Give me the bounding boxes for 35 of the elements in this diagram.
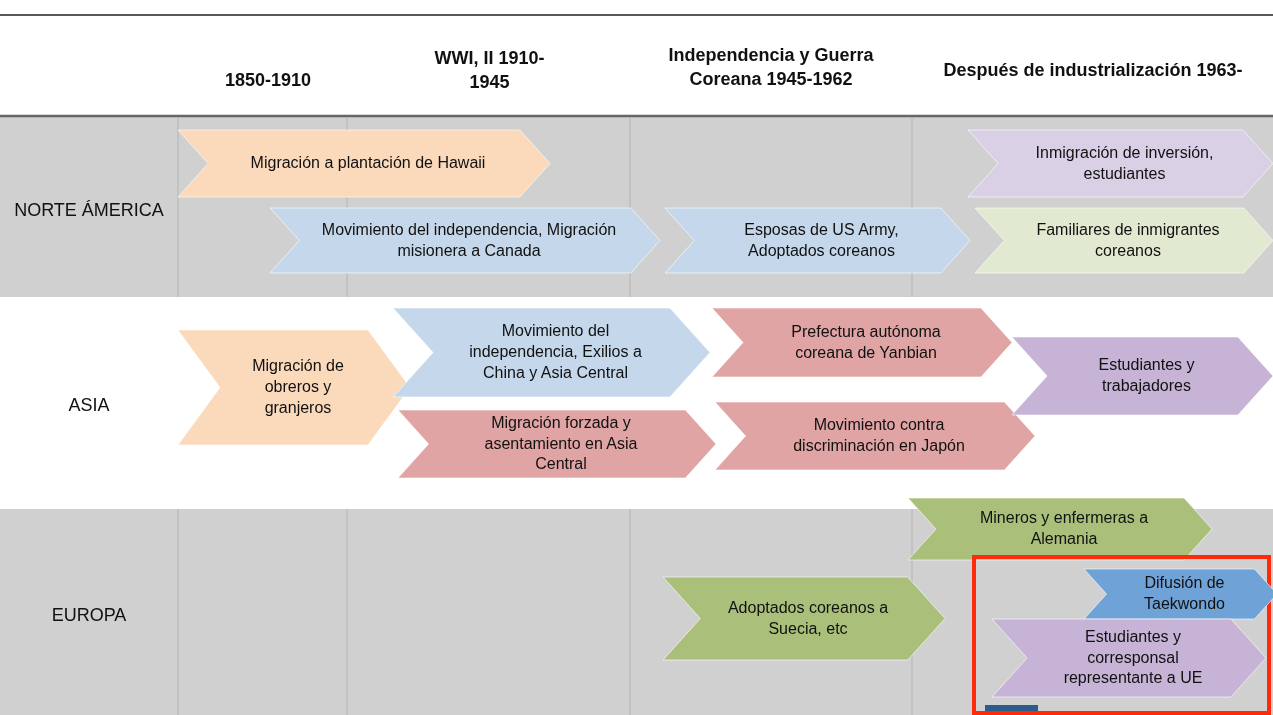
chevron-box bbox=[178, 130, 550, 197]
chevron-label: Adoptados coreanos a Suecia, etc bbox=[726, 597, 890, 639]
chevron-label: Movimiento contra discriminación en Japón bbox=[792, 415, 966, 456]
chevron-label: Migración de obreros y granjeros bbox=[251, 356, 345, 418]
chevron-label: Difusión de Taekwondo bbox=[1143, 573, 1226, 614]
column-header: Independencia y Guerra Coreana 1945-1962 bbox=[667, 43, 875, 91]
chevron-label: Esposas de US Army, Adoptados coreanos bbox=[743, 219, 900, 261]
chevron-box bbox=[270, 208, 660, 273]
chevron-box bbox=[715, 402, 1035, 470]
chevron-box bbox=[663, 577, 945, 660]
chevron-box bbox=[398, 410, 716, 478]
column-header: WWI, II 1910-1945 bbox=[433, 46, 546, 94]
row-header: EUROPA bbox=[51, 603, 127, 627]
chevron-box bbox=[992, 619, 1266, 697]
chevron-label: Estudiantes y trabajadores bbox=[1097, 355, 1196, 396]
column-header: Después de industrialización 1963- bbox=[943, 58, 1243, 82]
chevron-box bbox=[1084, 569, 1273, 619]
row-header: ASIA bbox=[68, 393, 110, 417]
chevron-box bbox=[712, 308, 1012, 377]
chevron-label: Migración forzada y asentamiento en Asia Central bbox=[483, 412, 639, 475]
chevron-box bbox=[665, 208, 970, 273]
chevron-label: Familiares de inmigrantes coreanos bbox=[1035, 219, 1221, 261]
row-header: NORTE ÁMERICA bbox=[14, 198, 164, 222]
highlight-frame bbox=[972, 555, 1271, 715]
column-header: 1850-1910 bbox=[224, 68, 312, 92]
chevron-label: Estudiantes y corresponsal representante a UE bbox=[1062, 626, 1204, 689]
chevron-label: Prefectura autónoma coreana de Yanbian bbox=[790, 321, 942, 363]
chevron-label: Movimiento del independencia, Exilios a China y Asia Central bbox=[468, 321, 643, 383]
chevron-box bbox=[1012, 337, 1273, 415]
chevron-label: Migración a plantación de Hawaii bbox=[250, 153, 486, 174]
chevron-box bbox=[393, 308, 710, 397]
chevron-label: Inmigración de inversión, estudiantes bbox=[1034, 142, 1215, 184]
chevron-label: Mineros y enfermeras a Alemania bbox=[978, 508, 1150, 549]
chevron-box bbox=[975, 208, 1273, 273]
chevron-label: Movimiento del independencia, Migración misionera a Canada bbox=[320, 219, 618, 261]
